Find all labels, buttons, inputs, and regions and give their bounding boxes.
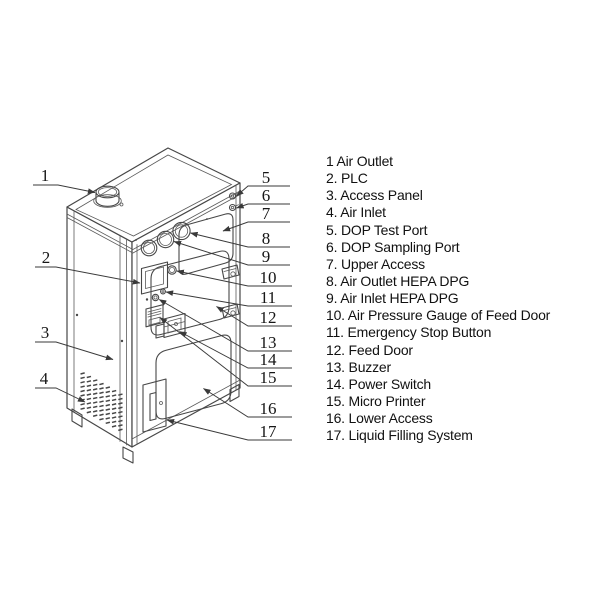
legend-item-10: 10. Air Pressure Gauge of Feed Door xyxy=(326,307,551,324)
air-inlet-hepa-gauge xyxy=(140,239,158,257)
callout-8: 8 xyxy=(262,229,271,248)
legend-item-3: 3. Access Panel xyxy=(326,187,423,204)
air-outlet-duct xyxy=(93,185,124,208)
legend-item-12: 12. Feed Door xyxy=(326,341,413,358)
callout-9: 9 xyxy=(262,247,271,266)
legend-list: 1 Air Outlet 2. PLC 3. Access Panel 4. A… xyxy=(326,153,571,444)
legend-item-2: 2. PLC xyxy=(326,170,368,187)
callout-4: 4 xyxy=(40,369,49,388)
feed-door-pressure-gauge xyxy=(167,265,177,275)
callout-14: 14 xyxy=(260,350,278,369)
legend-item-5: 5. DOP Test Port xyxy=(326,221,428,238)
callout-numbers: 1 2 3 4 5 6 7 8 9 10 11 12 13 14 15 16 1… xyxy=(40,166,277,441)
legend-item-13: 13. Buzzer xyxy=(326,358,391,375)
legend-item-1: 1 Air Outlet xyxy=(326,153,393,169)
leader-3 xyxy=(35,341,114,361)
callout-17: 17 xyxy=(260,422,278,441)
legend-item-15: 15. Micro Printer xyxy=(326,392,426,409)
leader-1 xyxy=(33,184,96,194)
leader-9 xyxy=(173,240,290,266)
legend-item-14: 14. Power Switch xyxy=(326,375,431,392)
legend-item-17: 17. Liquid Filling System xyxy=(326,427,473,444)
callout-16: 16 xyxy=(260,399,277,418)
leader-5 xyxy=(236,185,290,197)
leader-2 xyxy=(35,266,141,285)
leader-15 xyxy=(159,317,292,387)
air-outlet-hepa-gauge xyxy=(172,221,191,241)
lower-access-door xyxy=(155,334,232,420)
legend-item-7: 7. Upper Access xyxy=(326,255,425,272)
buzzer xyxy=(151,293,160,302)
leader-8 xyxy=(190,231,290,248)
callout-6: 6 xyxy=(262,186,271,205)
feed-door-hinge-bottom xyxy=(221,303,240,319)
legend-item-16: 16. Lower Access xyxy=(326,410,433,427)
callout-10: 10 xyxy=(260,268,277,287)
dop-sampling-port xyxy=(228,203,237,212)
callout-15: 15 xyxy=(260,368,277,387)
leader-10 xyxy=(176,269,292,287)
leader-14 xyxy=(179,331,292,369)
feed-door-hinge-top xyxy=(221,264,240,280)
leader-17 xyxy=(166,418,292,441)
cabinet-body xyxy=(66,147,241,464)
callout-5: 5 xyxy=(262,168,271,187)
leader-16 xyxy=(203,388,292,418)
callout-11: 11 xyxy=(260,288,276,307)
callout-7: 7 xyxy=(262,204,271,223)
legend-item-8: 8. Air Outlet HEPA DPG xyxy=(326,272,470,289)
legend-item-9: 9. Air Inlet HEPA DPG xyxy=(326,290,459,307)
legend-item-4: 4. Air Inlet xyxy=(326,204,386,221)
leader-11 xyxy=(165,290,292,307)
leader-6 xyxy=(236,202,290,209)
plc-display xyxy=(140,261,169,295)
liquid-filling-system xyxy=(142,378,167,433)
callout-3: 3 xyxy=(41,323,50,342)
hepa-gauges xyxy=(140,221,191,257)
leader-13 xyxy=(158,299,292,352)
leader-lines xyxy=(33,184,292,441)
small-front-components xyxy=(145,265,177,302)
emergency-stop-button xyxy=(160,288,166,295)
feed-door xyxy=(150,250,240,336)
leader-4 xyxy=(35,387,86,403)
legend-item-6: 6. DOP Sampling Port xyxy=(326,238,460,255)
upper-access-door xyxy=(178,213,234,275)
leader-12 xyxy=(216,306,292,327)
callout-12: 12 xyxy=(260,308,277,327)
callout-1: 1 xyxy=(41,166,50,185)
dop-test-port xyxy=(228,192,237,200)
legend-item-11: 11. Emergency Stop Button xyxy=(326,324,492,341)
leader-7 xyxy=(222,221,290,232)
callout-13: 13 xyxy=(260,333,277,352)
callout-2: 2 xyxy=(42,248,51,267)
air-inlet-louvers xyxy=(80,372,123,432)
